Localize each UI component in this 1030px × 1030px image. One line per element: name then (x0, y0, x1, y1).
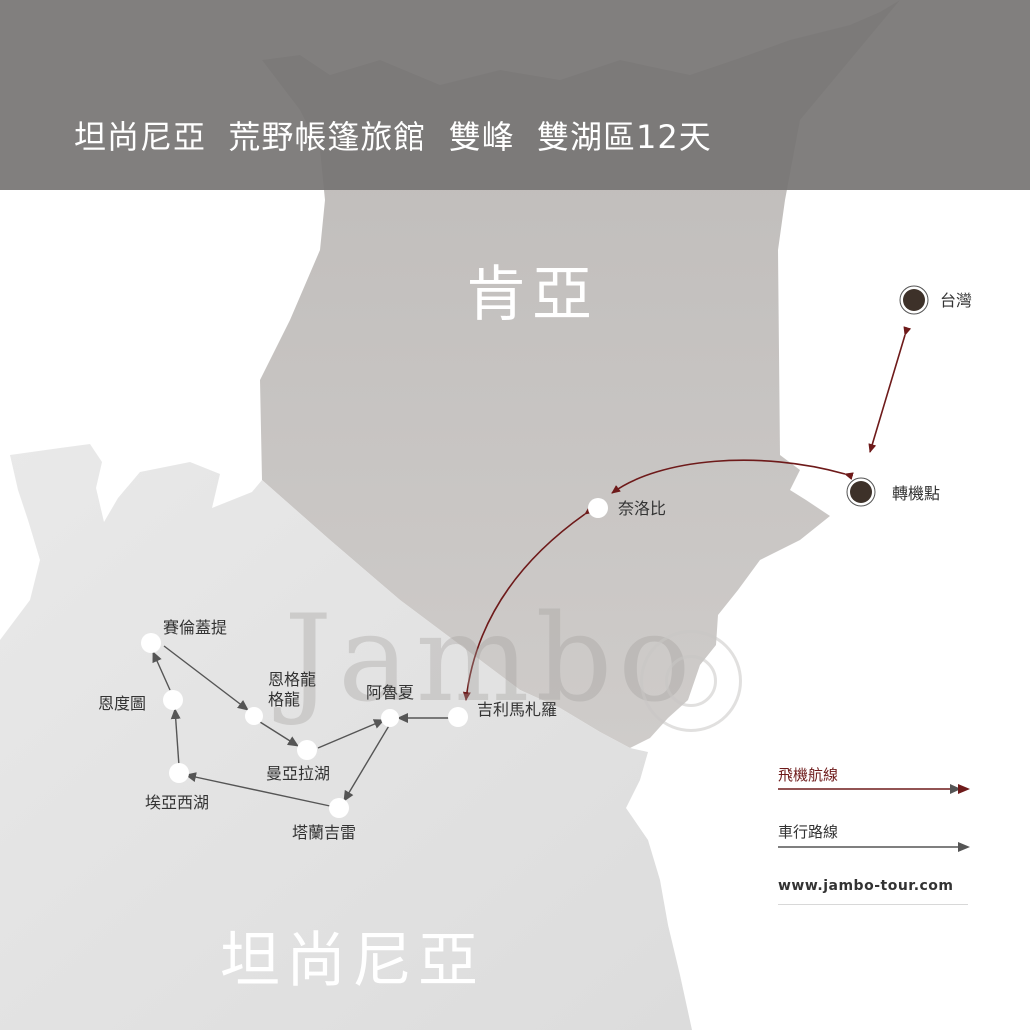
place-label-manyara: 曼亞拉湖 (266, 764, 331, 783)
arusha-marker (381, 709, 399, 727)
road-route-ndutu-serengeti (152, 651, 171, 691)
country-label-kenya: 肯亞 (466, 260, 598, 330)
legend-road-label: 車行路線 (778, 823, 839, 841)
road-routes (152, 645, 462, 807)
place-label-ngorongoro-line2: 格龍 (268, 690, 301, 709)
tarangire-marker (329, 798, 349, 818)
place-label-ngorongoro-line1: 恩格龍 (268, 670, 317, 689)
nairobi-marker (588, 498, 608, 518)
serengeti-marker (141, 633, 161, 653)
legend-divider (778, 904, 968, 905)
website-link[interactable]: www.jambo-tour.com (778, 878, 954, 894)
flight-routes (462, 326, 912, 701)
stop-markers (141, 498, 608, 818)
road-route-serengeti-ngorongoro (163, 645, 249, 711)
page-title: 坦尚尼亞 荒野帳篷旅館 雙峰 雙湖區12天 (74, 118, 712, 156)
flight-route-taiwan-transit (868, 326, 912, 453)
tanzania-territory (0, 444, 692, 1030)
manyara-marker (297, 740, 317, 760)
header-band (0, 0, 1030, 190)
road-route-ngorongoro-manyara (259, 721, 299, 747)
eyasi-marker (169, 763, 189, 783)
place-label-ndutu: 恩度圖 (98, 694, 147, 713)
road-route-arusha-tarangire (343, 723, 391, 802)
road-route-tarangire-eyasi (185, 772, 331, 807)
legend-flight-label: 飛機航線 (778, 766, 839, 784)
watermark-logo-icon (640, 630, 742, 732)
kilimanjaro-marker (448, 707, 468, 727)
country-label-tanzania: 坦尚尼亞 (220, 926, 484, 996)
place-label-eyasi: 埃亞西湖 (145, 793, 210, 812)
road-route-manyara-arusha (317, 719, 385, 749)
place-label-transit: 轉機點 (892, 484, 941, 503)
flight-route-nairobi-kilimanjaro (462, 506, 594, 701)
flight-route-transit-nairobi (611, 459, 854, 494)
airport-markers (846, 285, 929, 507)
ndutu-marker (163, 690, 183, 710)
place-label-nairobi: 奈洛比 (618, 499, 667, 518)
place-label-kilimanjaro: 吉利馬札羅 (477, 700, 558, 719)
place-label-arusha: 阿魯夏 (366, 683, 415, 702)
watermark-text: Jambo (284, 590, 697, 729)
place-label-ngorongoro: 恩格龍 格龍 (268, 670, 316, 710)
place-label-taiwan: 台灣 (940, 291, 973, 310)
place-label-tarangire: 塔蘭吉雷 (292, 823, 357, 842)
road-route-eyasi-ndutu (170, 708, 181, 767)
ngorongoro-marker (245, 707, 263, 725)
place-label-serengeti: 賽倫蓋提 (163, 618, 228, 637)
